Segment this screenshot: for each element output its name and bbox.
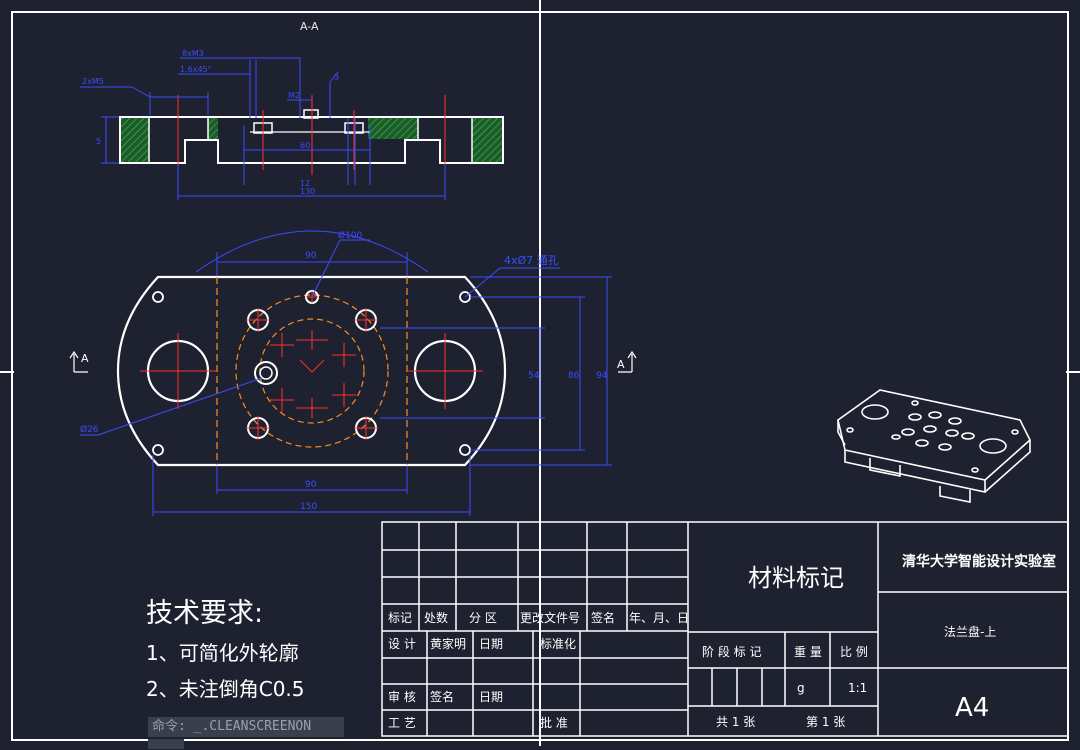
tb-designer: 黄家明 [430, 636, 466, 651]
tb-header-count: 处数 [424, 610, 448, 625]
tb-standard-label: 标准化 [540, 637, 576, 651]
section-mark-left: A [81, 352, 89, 365]
isometric-view [837, 389, 1031, 503]
plan-view: 90 Ø100 4xØ7 通孔 54 86 94 Ø26 90 150 A A [69, 230, 637, 516]
tb-sheets-total: 共 1 张 [716, 715, 755, 729]
tb-weight-unit: g [797, 681, 805, 695]
tb-sheet-no: 第 1 张 [806, 715, 845, 729]
tb-date-label2: 日期 [479, 690, 503, 704]
section-mark-right: A [617, 358, 625, 371]
dim-left-hole: Ø26 [80, 424, 99, 435]
dim-d1: 2xM5 [82, 77, 104, 86]
dim-d9: 130 [300, 187, 315, 196]
dim-d5: M2 [288, 91, 300, 100]
tb-review-label: 审 核 [388, 689, 416, 704]
drawing-frame [11, 11, 1069, 741]
tb-weight-label: 重 量 [794, 645, 822, 659]
tb-header-doc: 更改文件号 [520, 610, 580, 625]
tb-header-mark: 标记 [388, 611, 412, 625]
notes-line2: 2、未注倒角C0.5 [146, 677, 305, 701]
tb-scale-label: 比 例 [840, 645, 868, 659]
dim-d8: 12 [300, 179, 310, 188]
tb-process-label: 工 艺 [388, 716, 416, 730]
dim-bottom-inner: 90 [305, 480, 317, 490]
section-view: 2xM5 8xM3 1.6x45° 3 M2 5 60 12 130 [80, 49, 504, 200]
dim-circle-dia: Ø100 [338, 230, 363, 241]
dim-h1: 54 [528, 371, 540, 381]
title-block: 标记 处数 分 区 更改文件号 签名 年、月、日 设 计 黄家明 日期 标准化 … [381, 521, 1069, 737]
notes-title: 技术要求: [146, 598, 263, 629]
command-line-stub [148, 739, 184, 749]
tb-date-label1: 日期 [479, 637, 503, 651]
tech-notes: 技术要求: 1、可简化外轮廓 2、未注倒角C0.5 [146, 598, 305, 701]
tb-header-sign: 签名 [591, 610, 615, 625]
dim-d3: 1.6x45° [180, 65, 212, 74]
dim-top-width: 90 [305, 251, 317, 261]
tb-header-date: 年、月、日 [629, 611, 689, 625]
tb-part-name: 法兰盘-上 [944, 624, 996, 639]
dim-d7: 60 [300, 141, 310, 150]
command-line[interactable]: 命令: _.CLEANSCREENON [148, 717, 344, 737]
notes-line1: 1、可简化外轮廓 [146, 641, 299, 665]
tb-stage-label: 阶 段 标 记 [702, 644, 761, 659]
tb-header-zone: 分 区 [469, 611, 497, 625]
dim-h3: 94 [596, 371, 608, 381]
dim-h2: 86 [568, 371, 580, 381]
dim-d2: 8xM3 [182, 49, 204, 58]
tb-scale-value: 1:1 [848, 681, 867, 695]
section-label: A-A [300, 20, 319, 33]
dim-d6: 5 [96, 137, 101, 146]
dim-bottom-outer: 150 [300, 502, 317, 512]
tb-material: 材料标记 [748, 564, 844, 592]
tb-approve-label: 批 准 [540, 715, 568, 730]
dim-d4: 3 [334, 73, 339, 82]
tb-org: 清华大学智能设计实验室 [902, 553, 1056, 570]
tb-design-label: 设 计 [388, 637, 416, 651]
tb-format: A4 [955, 693, 989, 723]
tb-sign-label: 签名 [430, 689, 454, 704]
dim-note-right: 4xØ7 通孔 [504, 254, 559, 267]
